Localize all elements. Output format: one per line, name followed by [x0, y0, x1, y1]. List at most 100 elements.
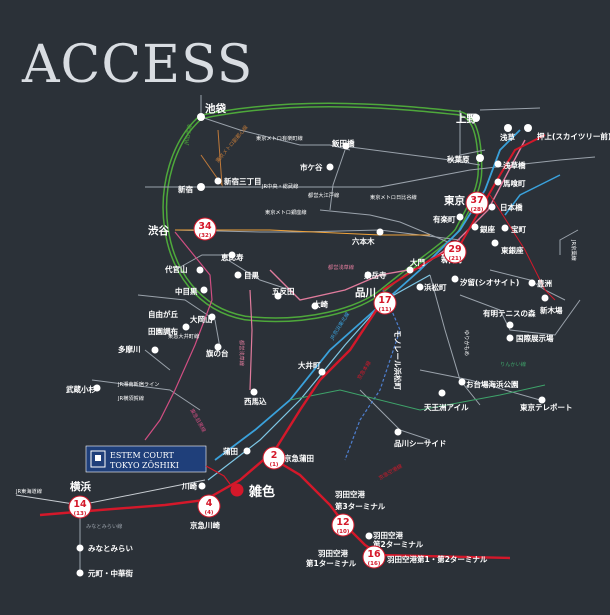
estem-court-logo: ESTEM COURT TOKYO ZŌSHIKI [85, 445, 231, 485]
station-sengakuji: 泉岳寺 [364, 270, 387, 280]
station-daimon: 大門 [410, 257, 425, 267]
station-shinjuku: 新宿 [178, 184, 193, 194]
label-yurakucho-line: 東京メトロ有楽町線 [256, 134, 303, 142]
label-monorail-hamamatsucho: モノレール浜松町 [393, 330, 403, 390]
station-shinagawa: 品川 [355, 287, 376, 299]
page-title: ACCESS [21, 35, 253, 95]
label-tokaido-line: JR東海道線 [15, 487, 42, 495]
station-daikanyama: 代官山 [164, 264, 188, 274]
logo-line2: TOKYO ZŌSHIKI [110, 461, 179, 470]
label-oedo-line: 都営大江戸線 [308, 191, 339, 199]
svg-text:(32): (32) [199, 233, 212, 239]
station-yokohama: 横浜 [70, 480, 91, 493]
station-ebisu: 恵比寿 [221, 252, 244, 262]
station-hatanodai: 旗の台 [206, 348, 229, 358]
svg-text:12: 12 [336, 517, 349, 528]
jr-keihin-tohoku-line [214, 129, 521, 461]
badge-shibuya: 34 (32) [193, 217, 217, 241]
station-takaracho: 宝町 [511, 224, 526, 234]
station-haneda-t12: 羽田空港第1・第2ターミナル [387, 554, 488, 564]
station-keikyu-kawasaki: 京急川崎 [190, 520, 220, 530]
svg-text:(21): (21) [449, 256, 462, 262]
station-shiodome: 汐留(シオサイト) [460, 277, 519, 287]
station-haneda-t2-line1: 羽田空港 [373, 530, 403, 540]
station-jiyugaoka: 自由が丘 [148, 309, 178, 319]
svg-text:(11): (11) [379, 307, 392, 313]
zoshiki-marker [230, 483, 244, 497]
station-osaki: 大崎 [313, 299, 328, 309]
station-yurakucho: 有楽町 [433, 214, 456, 224]
label-keikyu-main-line: 京急本線 [355, 359, 373, 381]
station-zoshiki: 雑色 [248, 484, 275, 500]
station-shinkiba: 新木場 [540, 305, 563, 315]
station-ueno: 上野 [456, 112, 477, 125]
jr-tokaido-line [15, 479, 206, 506]
svg-text:(10): (10) [337, 529, 350, 535]
station-higashi-ginza: 東銀座 [501, 245, 524, 255]
label-tokyu-meguro-line: 東急目黒線 [188, 407, 208, 433]
subway-lines [91, 95, 596, 441]
station-tennozu: 天王洲アイル [424, 403, 469, 412]
station-minatomirai: みなとみらい [88, 544, 133, 553]
station-oimachi: 大井町 [298, 360, 321, 370]
station-ginza: 銀座 [479, 224, 495, 234]
badge-haneda-t3: 12 (10) [331, 513, 355, 537]
station-nihonbashi: 日本橋 [500, 202, 523, 212]
svg-text:(13): (13) [74, 511, 87, 517]
svg-text:(4): (4) [205, 510, 214, 516]
station-keikyu-kamata: 京急蒲田 [284, 453, 314, 463]
station-oshiage: 押上(スカイツリー前) [537, 131, 610, 141]
station-tamagawa: 多摩川 [118, 344, 141, 354]
label-hibiya-line: 東京メトロ日比谷線 [370, 193, 417, 201]
station-tokyo-teleport: 東京テレポート [520, 402, 573, 412]
tokyo-monorail-line [344, 289, 401, 461]
jr-keiyo-line [489, 194, 556, 301]
svg-text:(16): (16) [368, 561, 381, 567]
station-asakusa: 浅草 [500, 132, 515, 142]
svg-text:16: 16 [367, 549, 381, 560]
svg-text:29: 29 [448, 244, 461, 255]
station-shinagawa-seaside: 品川シーサイド [394, 439, 446, 448]
station-ariake: 有明テニスの森 [483, 308, 536, 318]
svg-text:2: 2 [271, 450, 278, 461]
station-bakurocho: 馬喰町 [503, 178, 526, 188]
station-meguro: 目黒 [244, 270, 259, 280]
station-ikebukuro: 池袋 [205, 102, 226, 115]
station-tokyo: 東京 [444, 194, 465, 207]
station-nakameguro: 中目黒 [175, 286, 198, 296]
station-kawasaki: 川崎 [181, 481, 197, 491]
station-yotsuya: 市ケ谷 [300, 162, 323, 172]
label-asakusa-line: 都営浅草線 [328, 263, 354, 271]
fukutoshin-line [200, 129, 223, 187]
station-gotanda: 五反田 [272, 286, 295, 296]
label-shonan-shinjuku-line: JR湘南新宿ライン [117, 380, 159, 388]
toei-asakusa-branch [249, 289, 253, 391]
station-iidabashi: 飯田橋 [331, 138, 355, 148]
badge-keikyu-kamata: 2 (1) [262, 446, 286, 470]
station-akihabara: 秋葉原 [446, 154, 470, 164]
badge-keikyu-kawasaki: 4 (4) [197, 494, 221, 518]
station-shibuya: 渋谷 [148, 224, 169, 237]
label-jr-keiyo-line: JR京葉線 [570, 239, 578, 261]
label-keikyu-airport-line: 京急空港線 [377, 462, 403, 482]
svg-text:(1): (1) [270, 462, 279, 468]
station-kamata: 蒲田 [223, 446, 238, 456]
ginza-line [175, 229, 430, 236]
label-yamanote-line: JR山手線 [182, 124, 194, 147]
station-dots [76, 113, 549, 577]
badge-shinagawa: 17 (11) [373, 291, 397, 315]
label-yokosuka-line: JR横須賀線 [117, 394, 144, 402]
station-musashi-kosugi: 武蔵小杉 [66, 384, 96, 394]
station-roppongi: 六本木 [352, 236, 375, 246]
tokyu-toyoko-line [144, 231, 213, 441]
station-haneda-t3-line2: 第3ターミナル [335, 501, 386, 511]
station-hamamatsucho: 浜松町 [424, 282, 447, 292]
station-haneda-t1-line1: 羽田空港 [318, 548, 348, 558]
badge-haneda-t12: 16 (16) [362, 545, 386, 569]
badge-shinbashi: 29 (21) [443, 240, 467, 264]
rinkai-line [289, 384, 546, 411]
label-ginza-line: 東京メトロ銀座線 [265, 208, 307, 216]
label-chuo-sobu-line: JR中央・総武線 [261, 182, 298, 190]
station-motomachi: 元町・中華街 [88, 568, 133, 578]
station-okusawa: 大岡山 [190, 314, 213, 324]
